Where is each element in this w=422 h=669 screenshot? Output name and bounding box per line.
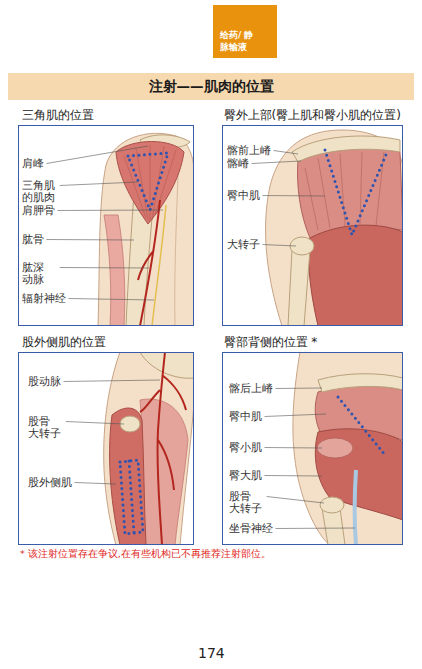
anatomy-label: 三角肌 的肌肉 — [22, 180, 57, 204]
title-band: 注射——肌肉的位置 — [8, 73, 414, 100]
injection-zone-dots — [338, 397, 386, 456]
injection-zone-dots — [128, 153, 168, 210]
leader-line — [274, 151, 299, 155]
injection-site-panel: 股外侧肌的位置股动脉股骨 大转子股外侧肌 — [18, 352, 194, 545]
gluteus-maximus — [315, 429, 403, 520]
anatomy-label: 髂嵴 — [227, 158, 249, 170]
anatomy-label: 肱骨 — [22, 234, 44, 246]
quadriceps-muscle — [140, 399, 188, 545]
anatomy-label: 股骨 大转子 — [229, 491, 264, 515]
artery — [138, 200, 160, 326]
skin — [266, 130, 403, 326]
sciatic-nerve — [355, 470, 357, 545]
injection-site-panel: 臀部背侧的位置 *髂后上嵴臀中肌臀小肌臀大肌股骨 大转子坐骨神经 — [222, 352, 403, 545]
biceps-muscle — [104, 215, 125, 326]
injection-zone-dots — [325, 150, 388, 235]
anatomy-label: 股骨 大转子 — [28, 416, 63, 440]
anatomy-label: 大转子 — [227, 239, 260, 251]
leader-line — [47, 239, 135, 241]
leader-line — [276, 388, 323, 390]
skin — [98, 133, 194, 326]
panel-title: 臀部背侧的位置 * — [224, 335, 318, 349]
panel-title: 三角肌的位置 — [22, 108, 94, 122]
anatomy-label: 臀中肌 — [227, 190, 260, 202]
leader-line — [265, 475, 323, 477]
hip-illustration — [266, 130, 403, 326]
nerve — [152, 205, 166, 326]
femur-bone — [288, 250, 310, 326]
anatomy-label: 臀大肌 — [229, 470, 262, 482]
leader-line — [267, 497, 324, 504]
leader-line — [47, 146, 149, 164]
footnote: * 该注射位置存在争议,在有些机构已不再推荐注射部位。 — [20, 548, 271, 561]
iliac-bone — [318, 374, 403, 392]
anatomy-label: 肱深 动脉 — [22, 262, 57, 286]
anatomy-label: 肩胛骨 — [22, 205, 55, 217]
leader-line — [263, 245, 297, 247]
anatomy-label: 肩峰 — [22, 158, 44, 170]
leader-line — [69, 299, 155, 301]
anatomy-label: 辐射神经 — [22, 293, 66, 305]
section-tab: 给药/ 静脉输液 — [213, 5, 277, 58]
skin-fold — [175, 175, 178, 326]
tab-label: 给药/ 静脉输液 — [220, 29, 259, 53]
skin — [293, 352, 403, 545]
page-title: 注射——肌肉的位置 — [8, 73, 414, 100]
iliac-crest-bone — [292, 136, 400, 162]
anatomy-label: 坐骨神经 — [229, 523, 273, 535]
panel-title: 股外侧肌的位置 — [22, 335, 106, 349]
artery — [140, 352, 186, 545]
leader-line — [263, 195, 326, 197]
buttock-illustration — [293, 352, 403, 545]
injection-zone-dots — [120, 460, 143, 534]
gluteus-maximus — [309, 225, 403, 326]
anatomy-label: 臀小肌 — [229, 442, 262, 454]
leader-line — [60, 267, 149, 269]
panel-title: 臀外上部(臀上肌和臀小肌的位置) — [224, 108, 401, 122]
anatomy-label: 髂后上嵴 — [229, 383, 273, 395]
leader-line — [276, 528, 356, 530]
gluteus-medius — [298, 149, 404, 238]
vastus-lateralis — [110, 408, 146, 545]
leader-line — [66, 422, 124, 425]
anatomy-label: 股外侧肌 — [28, 477, 72, 489]
leader-line — [75, 483, 117, 485]
page-number: 174 — [198, 645, 225, 661]
pelvis-bone — [140, 352, 194, 378]
leader-line — [265, 447, 323, 449]
leader-line — [60, 182, 138, 186]
leader-line — [58, 210, 164, 212]
leader-line — [64, 380, 161, 382]
anatomy-label: 髂前上嵴 — [227, 145, 271, 157]
anatomy-label: 臀中肌 — [229, 411, 262, 423]
gluteus-minimus — [317, 438, 353, 458]
injection-site-panel: 臀外上部(臀上肌和臀小肌的位置)髂前上嵴髂嵴臀中肌大转子 — [222, 125, 403, 326]
trochanter-bone — [320, 497, 344, 513]
injection-site-panel: 三角肌的位置肩峰三角肌 的肌肉肩胛骨肱骨肱深 动脉辐射神经 — [18, 125, 194, 326]
femur-bone — [322, 508, 345, 545]
leader-line — [265, 414, 327, 417]
leader-line — [252, 161, 302, 164]
shoulder-illustration — [98, 133, 194, 326]
muscle-fibers — [124, 145, 176, 222]
anatomy-label: 股动脉 — [28, 376, 61, 388]
